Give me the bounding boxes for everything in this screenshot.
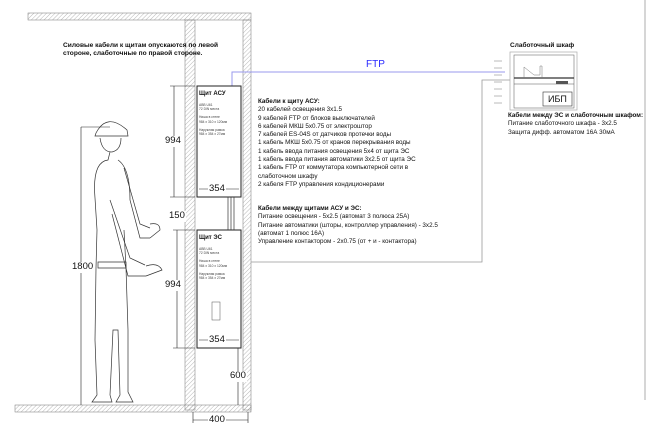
dim-person-height: 1800 (71, 261, 95, 273)
panel-spec: Наружная рамка (199, 128, 225, 133)
dim-asu-width: 354 (208, 183, 226, 195)
right-wall (242, 19, 252, 411)
cable-item: (автомат 1 полюс 16А) (258, 229, 325, 237)
panel-spec: ABB U61 (199, 246, 213, 251)
panel-spec: 984 x 354 x 27мм (199, 132, 226, 137)
dim-gap: 150 (168, 210, 186, 222)
cable-item: 1 кабель МКШ 5x0.75 от кранов перекрыван… (258, 139, 411, 147)
panel-title: Щит ЭС (199, 235, 223, 241)
dim-es-width: 354 (208, 334, 226, 346)
panel-spec: Наружная рамка (199, 272, 225, 277)
cable-item: 1 кабель FTP от коммутатора компьютерной… (258, 164, 409, 172)
routing-note-line: Силовые кабели к щитам опускаются по лев… (63, 42, 219, 49)
ups-label: ИБП (548, 94, 567, 104)
inter-panel-cables (227, 197, 235, 230)
between-cables-list: Кабели между щитами АСУ и ЭС: Питание ос… (258, 205, 438, 246)
panel-spec: 984 x 310 x 120мм (199, 119, 227, 124)
person-figure (91, 121, 163, 403)
panel-es-label: Щит ЭС ABB U61 72 DIN места Ниша в стене… (199, 235, 227, 281)
cable-item: слаботочном шкафу (258, 172, 318, 180)
cable-item: 2 кабеля FTP управления кондиционерами (258, 180, 385, 188)
panel-title: Щит АСУ (199, 91, 226, 97)
cable-item: Защита дифф. автоматом 16А 30мА (508, 128, 615, 136)
breaker-icon (211, 301, 221, 321)
ftp-cable-line (231, 71, 505, 86)
dim-floor-offset: 600 (229, 370, 247, 382)
cable-item: 7 кабелей ES-04S от датчиков протечки во… (258, 131, 392, 139)
panel-asu-label: Щит АСУ ABB U61 72 DIN места Ниша в стен… (199, 91, 227, 137)
cable-item: Питание автоматики (шторы, контроллер уп… (258, 221, 438, 229)
dim-asu-height: 994 (164, 135, 182, 147)
cable-item: 9 кабелей FTP от блоков выключателей (258, 114, 375, 122)
cable-item: 1 кабель ввода питания автоматики 3x2.5 … (258, 156, 416, 164)
ftp-label: FTP (366, 59, 385, 70)
panel-spec: 72 DIN места (199, 107, 220, 112)
ceiling (27, 12, 252, 21)
panel-spec: 984 x 310 x 120мм (199, 263, 227, 268)
panel-spec: Ниша в стене (199, 115, 220, 120)
panel-asu-frame (196, 85, 242, 198)
routing-note: Силовые кабели к щитам опускаются по лев… (63, 42, 218, 57)
panel-spec: ABB U61 (199, 102, 213, 107)
cabinet-cables-title: Кабели между ЭС и слаботочным шкафом: (508, 112, 644, 119)
floor (14, 404, 252, 413)
panel-spec: Ниша в стене (199, 259, 220, 264)
ups-box (542, 91, 573, 107)
low-current-cabinet (494, 51, 578, 111)
asu-cables-title: Кабели к щиту АСУ: (258, 98, 320, 105)
dim-niche-depth: 400 (208, 414, 226, 426)
cabinet-title: Слаботочный шкаф (510, 42, 575, 49)
cable-item: Питание освещения - 5x2.5 (автомат 3 пол… (258, 213, 410, 221)
panel-spec: 72 DIN места (199, 251, 220, 256)
cable-item: 20 кабелей освещения 3x1.5 (258, 106, 343, 114)
power-cable-line (251, 79, 510, 263)
dim-es-height: 994 (164, 279, 182, 291)
panel-es-frame (196, 229, 242, 349)
cable-item: Питание слаботочного шкафа - 3x2.5 (508, 120, 617, 128)
cabinet-cables-list: Кабели между ЭС и слаботочным шкафом: Пи… (508, 112, 643, 137)
asu-cables-list: Кабели к щиту АСУ: 20 кабелей освещения … (258, 98, 416, 189)
cable-item: Управление контактором - 2x0.75 (от + и … (258, 238, 417, 246)
cable-item: 6 кабелей МКШ 5x0.75 от электроштор (258, 122, 372, 130)
cable-item: 1 кабель ввода питания освещения 5x4 от … (258, 147, 410, 155)
routing-note-line: стороне, слаботочные по правой стороне. (63, 49, 203, 57)
between-cables-title: Кабели между щитами АСУ и ЭС: (258, 205, 362, 212)
left-wall (184, 19, 196, 411)
panel-spec: 984 x 354 x 27мм (199, 276, 226, 281)
